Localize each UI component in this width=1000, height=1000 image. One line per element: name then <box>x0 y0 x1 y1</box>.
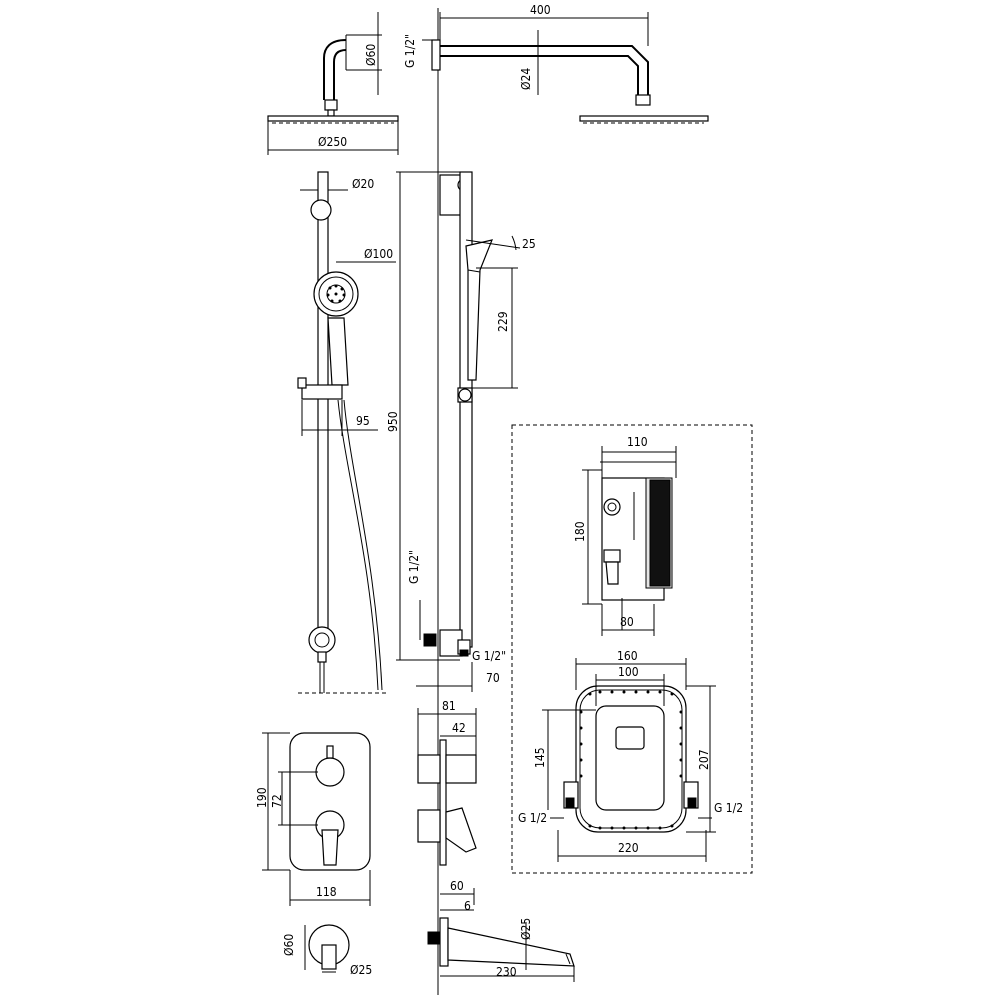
mixer-side: 81 42 <box>417 699 477 866</box>
box-base-width-label: 220 <box>618 841 639 855</box>
head-shower-front: Ø60 Ø250 <box>267 12 399 155</box>
rail-height-label: 950 <box>386 411 400 432</box>
box-depth-label: 80 <box>620 615 634 629</box>
concealed-box-frame <box>511 424 753 874</box>
head-connection-label: G 1/2" <box>403 34 417 68</box>
box-height-label: 180 <box>573 521 587 542</box>
box-inlet-left-label: G 1/2 <box>518 811 547 825</box>
slide-rail-front: Ø20 Ø100 95 <box>297 171 396 694</box>
box-inlet-right-label: G 1/2 <box>714 801 743 815</box>
box-plate-width-label: 100 <box>618 665 639 679</box>
hand-shower-nozzles <box>326 284 346 303</box>
head-diameter-label: Ø250 <box>318 135 347 149</box>
hand-shower-length-label: 229 <box>496 311 510 332</box>
wall-depth-label: 70 <box>486 671 500 685</box>
spout-gap-label: 6 <box>464 899 471 913</box>
slide-rail-side: 950 229 25 G 1/2" G 1/2" 70 <box>386 171 536 692</box>
hand-shower-diameter-label: Ø100 <box>364 247 393 261</box>
head-flange-diameter-label: Ø60 <box>364 44 378 66</box>
rail-inlet-right-label: G 1/2" <box>472 649 506 663</box>
spout-diameter-label: Ø25 <box>519 918 533 940</box>
spout-side: 60 6 Ø25 230 <box>427 879 575 982</box>
mixer-width-label: 118 <box>316 885 337 899</box>
holder-offset-label: 95 <box>356 414 370 428</box>
spout-projection-label: 60 <box>450 879 464 893</box>
box-front-screw-holes <box>579 690 683 830</box>
arm-diameter-label: Ø24 <box>519 68 533 90</box>
spout-outlet-diameter-label: Ø25 <box>350 963 372 977</box>
mixer-front: 190 72 118 <box>255 732 371 906</box>
head-shower-side: 400 Ø24 G 1/2" <box>403 3 709 124</box>
concealed-box-side: 110 180 80 <box>573 435 677 636</box>
mixer-depth-handle-label: 42 <box>452 721 466 735</box>
mixer-height-label: 190 <box>255 787 269 808</box>
arm-length-label: 400 <box>530 3 551 17</box>
spout-length-label: 230 <box>496 965 517 979</box>
box-inner-height-label: 145 <box>533 747 547 768</box>
box-width-label: 110 <box>627 435 648 449</box>
spout-front: Ø60 Ø25 <box>282 924 372 977</box>
rail-inlet-left-label: G 1/2" <box>407 550 421 584</box>
mixer-lever-offset-label: 72 <box>270 794 284 808</box>
mixer-depth-total-label: 81 <box>442 699 456 713</box>
box-overall-width-label: 160 <box>617 649 638 663</box>
concealed-box-front: 160 100 145 207 G 1/2 G 1/2 220 <box>518 649 743 862</box>
rail-diameter-label: Ø20 <box>352 177 374 191</box>
spout-flange-diameter-label: Ø60 <box>282 934 296 956</box>
hand-shower-angle-label: 25 <box>522 237 536 251</box>
box-overall-height-label: 207 <box>697 749 711 770</box>
